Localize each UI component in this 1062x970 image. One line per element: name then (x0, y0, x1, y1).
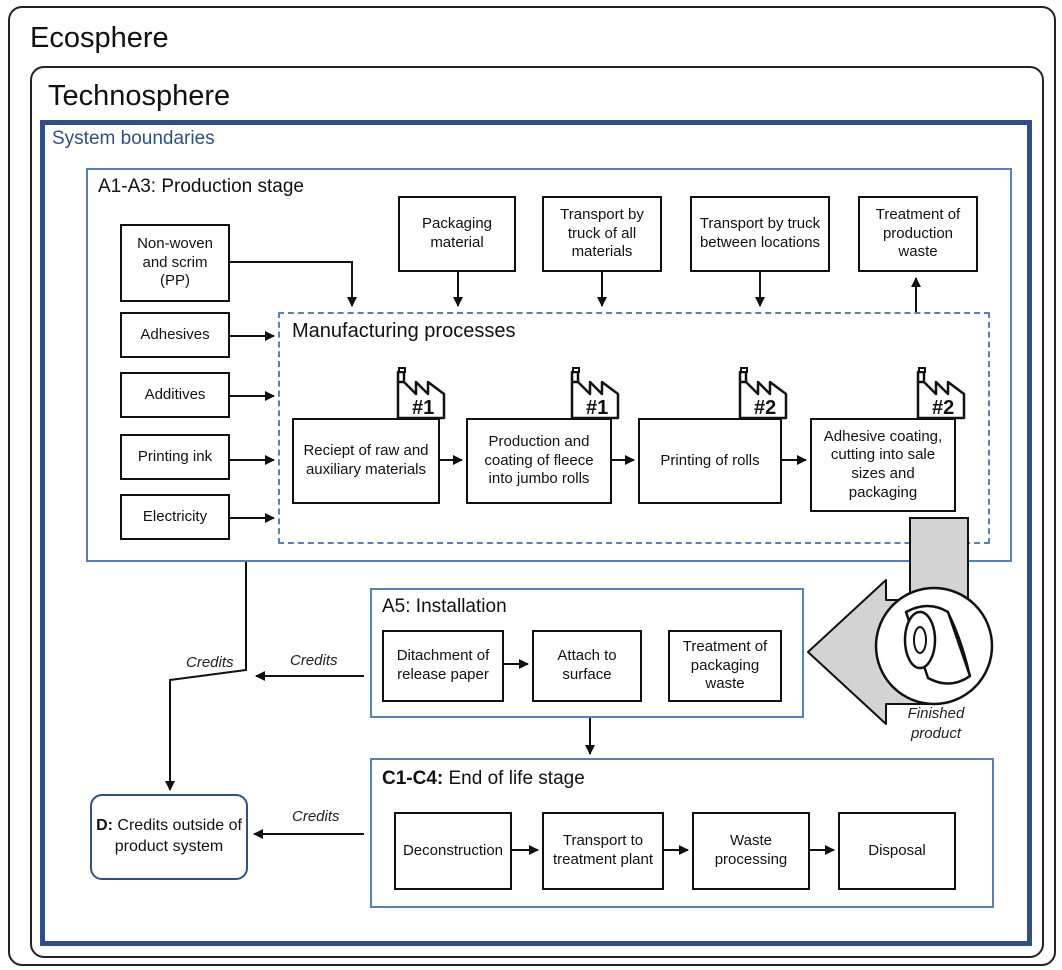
eol-step-disposal: Disposal (838, 812, 956, 890)
technosphere-frame (30, 66, 1044, 958)
credits-label-a1a3: Credits (186, 654, 234, 671)
system-boundaries-label: System boundaries (52, 128, 215, 149)
input-adhesives: Adhesives (120, 312, 230, 358)
step-production-coating: Production and coating of fleece into ju… (466, 418, 612, 504)
eol-step-deconstruction: Deconstruction (394, 812, 512, 890)
eol-step-waste-processing: Waste processing (692, 812, 810, 890)
ecosphere-frame (8, 6, 1056, 966)
input-nonwoven: Non-woven and scrim (PP) (120, 224, 230, 302)
site-label-3: #2 (754, 397, 776, 419)
install-step-packaging-waste: Treatment of packaging waste (668, 630, 782, 702)
step-printing: Printing of rolls (638, 418, 782, 504)
credits-label-a5: Credits (290, 652, 338, 669)
input-packaging-material: Packaging material (398, 196, 516, 272)
end-of-life-title-rest: End of life stage (443, 768, 585, 789)
end-of-life-title: C1-C4: End of life stage (382, 768, 585, 790)
credits-box-bold: D: (96, 817, 113, 835)
input-electricity: Electricity (120, 494, 230, 540)
system-boundaries-frame (40, 120, 1032, 946)
finished-product-label: Finished product (907, 705, 965, 742)
install-step-attach: Attach to surface (532, 630, 642, 702)
end-of-life-title-bold: C1-C4: (382, 768, 444, 789)
input-transport-materials: Transport by truck of all materials (542, 196, 662, 272)
credits-outside-box: D: Credits outside of product system (90, 794, 248, 880)
ecosphere-label: Ecosphere (30, 22, 169, 54)
flow-arrows (165, 261, 921, 855)
eol-step-transport: Transport to treatment plant (542, 812, 664, 890)
step-receipt: Reciept of raw and auxiliary materials (292, 418, 440, 504)
step-adhesive-coating: Adhesive coating, cutting into sale size… (810, 418, 956, 512)
install-step-detachment: Ditachment of release paper (382, 630, 504, 702)
technosphere-label: Technosphere (48, 80, 231, 112)
site-label-1: #1 (412, 397, 434, 419)
input-printing-ink: Printing ink (120, 434, 230, 480)
credits-label-c1c4: Credits (292, 808, 340, 825)
installation-title: A5: Installation (382, 596, 507, 617)
input-transport-locations: Transport by truck between locations (690, 196, 830, 272)
manufacturing-title: Manufacturing processes (292, 320, 516, 342)
input-additives: Additives (120, 372, 230, 418)
tape-roll-icon (874, 586, 994, 706)
site-label-2: #1 (586, 397, 608, 419)
manufacturing-processes (278, 312, 990, 544)
production-stage-title: A1-A3: Production stage (98, 176, 304, 197)
site-label-4: #2 (932, 397, 954, 419)
output-production-waste: Treatment of production waste (858, 196, 978, 272)
credits-box-rest: Credits outside of product system (112, 817, 242, 855)
